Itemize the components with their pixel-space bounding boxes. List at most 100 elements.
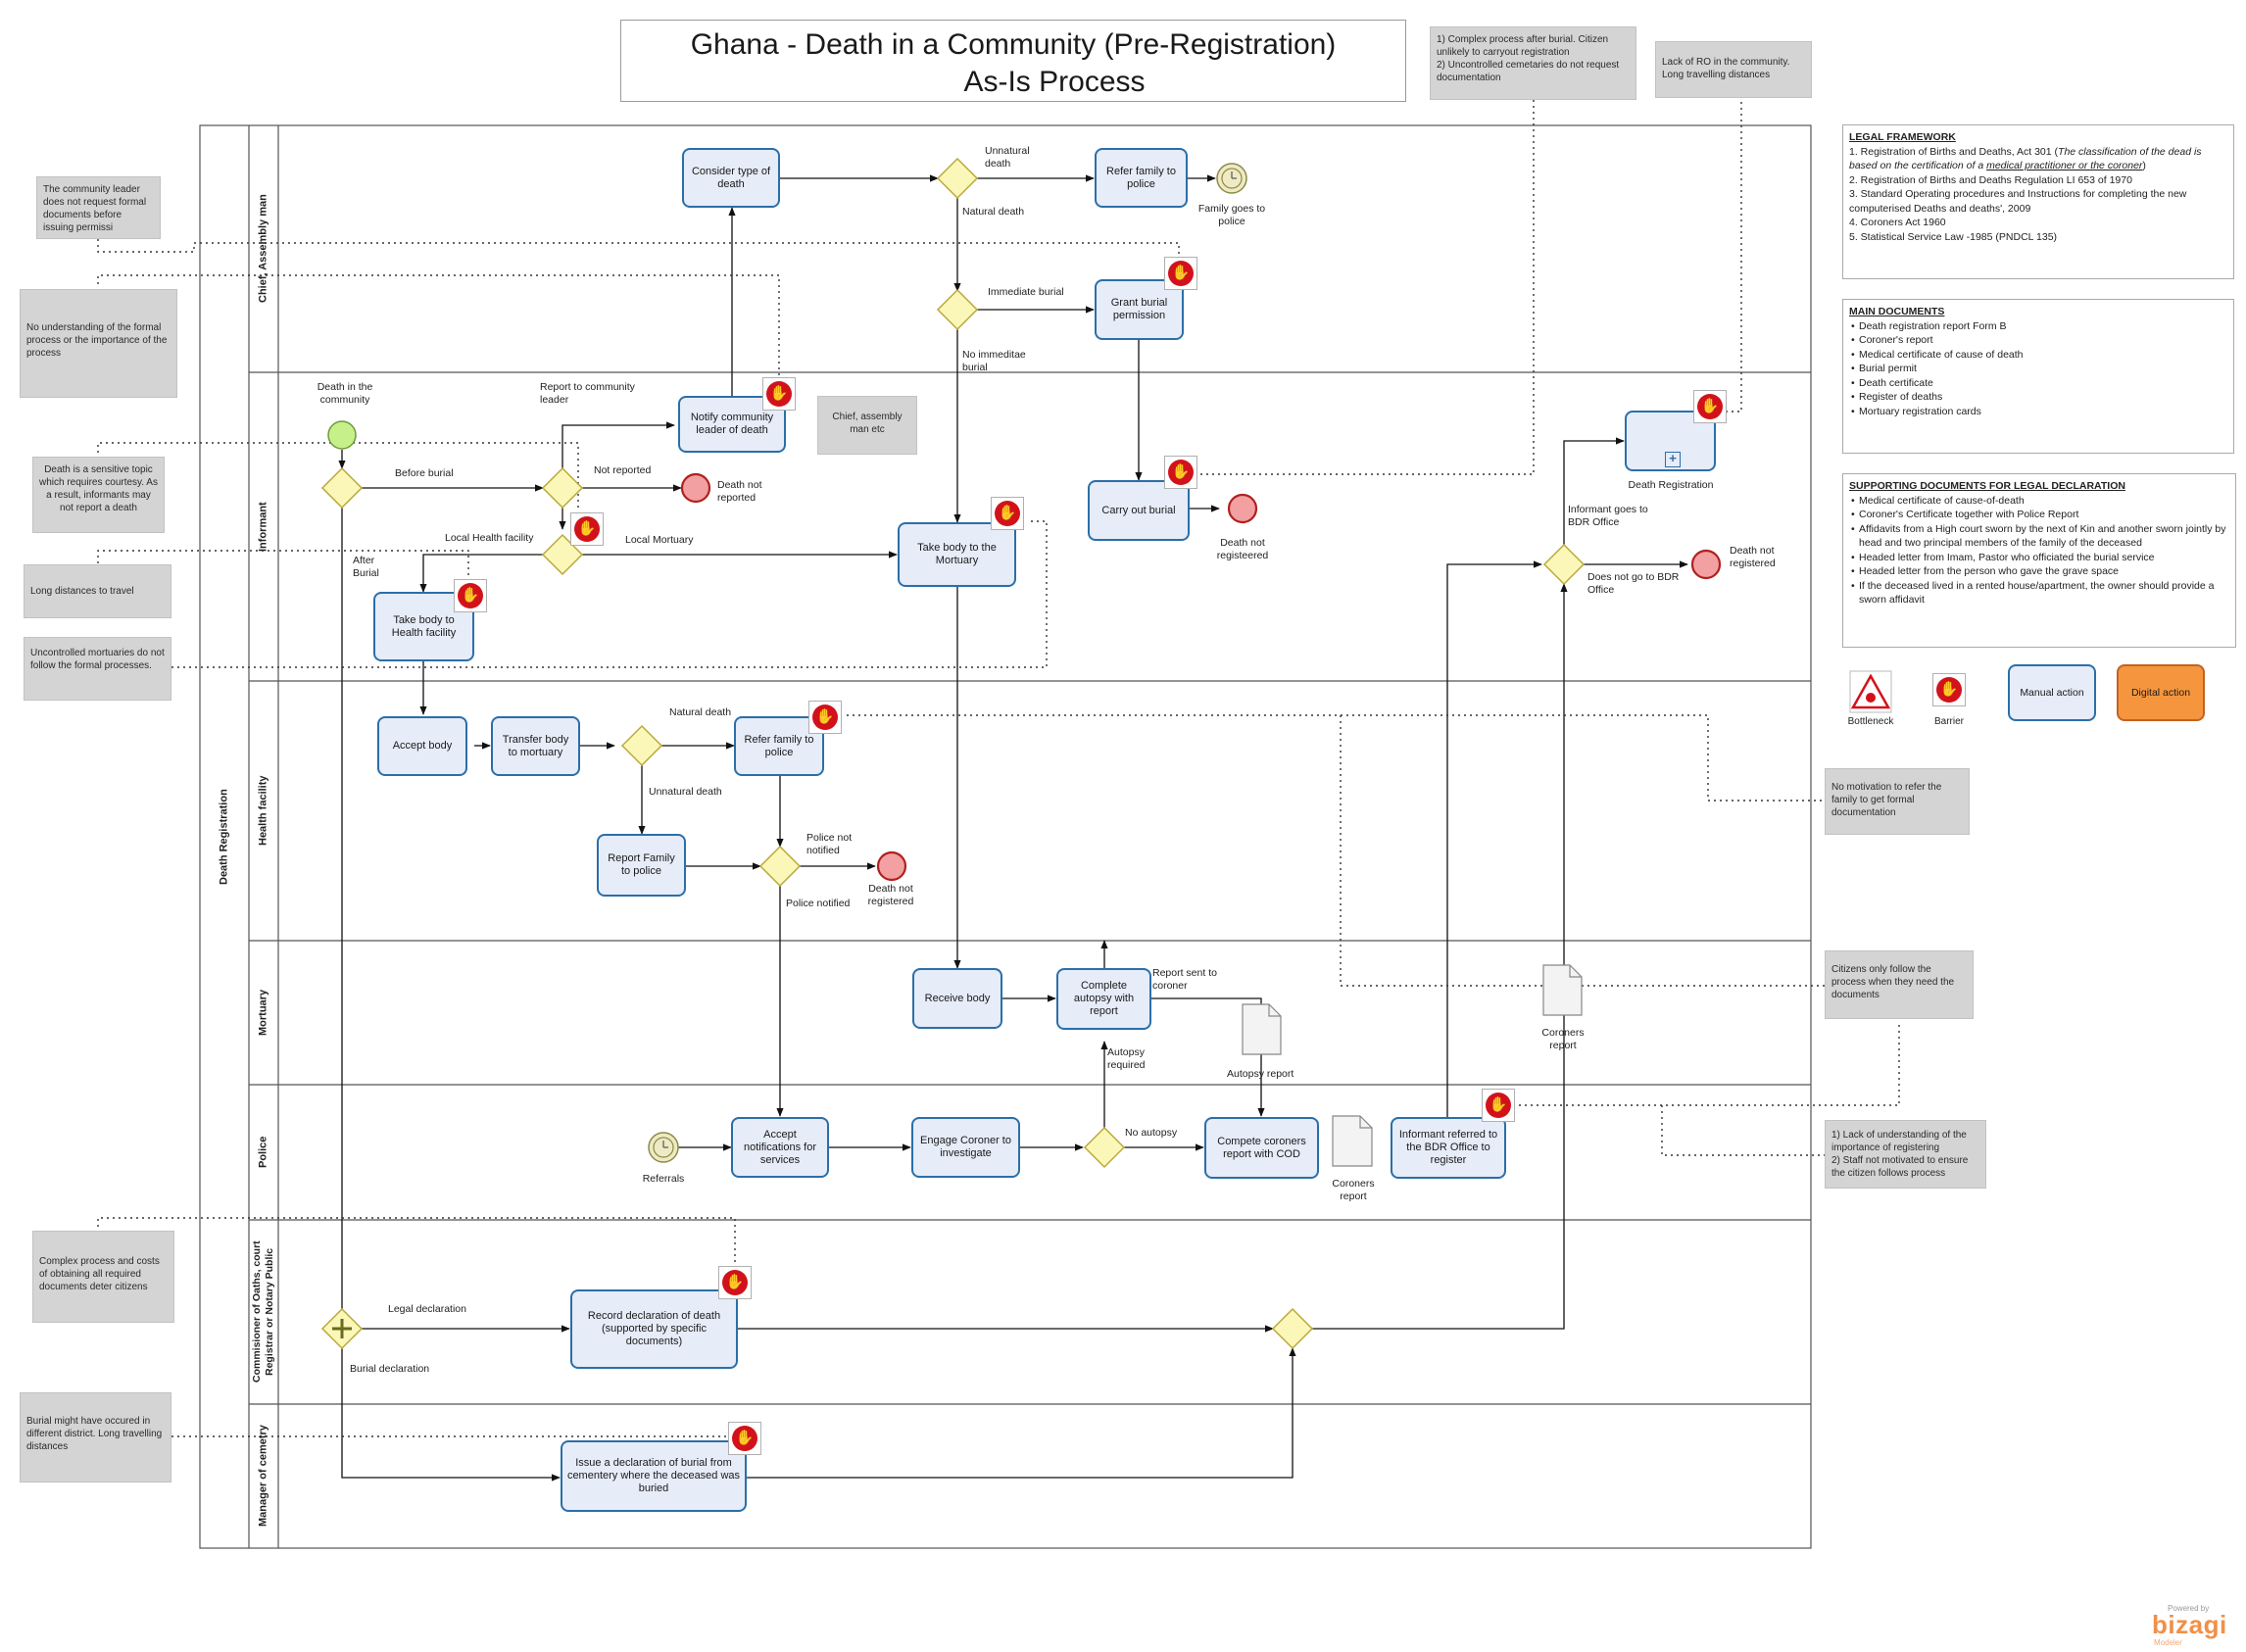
supporting-documents-heading: SUPPORTING DOCUMENTS FOR LEGAL DECLARATI… xyxy=(1849,480,2125,492)
label-death-not-registered-2: Death not registered xyxy=(1730,545,1776,569)
flow xyxy=(1151,997,1265,1117)
flow xyxy=(747,1347,1296,1479)
task-take-body-to-mortuary[interactable]: Take body to the Mortuary xyxy=(898,522,1016,587)
gateway xyxy=(1271,1307,1314,1350)
flow xyxy=(1446,560,1542,1117)
note-lack-understanding: 1) Lack of understanding of the importan… xyxy=(1825,1120,1986,1189)
note-after-burial: 1) Complex process after burial. Citizen… xyxy=(1430,26,1636,100)
supporting-documents-box: SUPPORTING DOCUMENTS FOR LEGAL DECLARATI… xyxy=(1842,473,2236,648)
label-coroners-report-2: Coroners report xyxy=(1332,1178,1375,1202)
legend-barrier-label: Barrier xyxy=(1933,716,1964,727)
task-refer-family-to-police-chief[interactable]: Refer family to police xyxy=(1095,148,1188,208)
end-event xyxy=(680,472,711,504)
legal-framework-heading: LEGAL FRAMEWORK xyxy=(1849,131,1956,143)
label-immediate-burial: Immediate burial xyxy=(988,286,1064,298)
barrier-icon: ✋ xyxy=(1482,1089,1515,1122)
start-event xyxy=(327,420,357,450)
task-compete-coroners-report[interactable]: Compete coroners report with COD xyxy=(1204,1117,1319,1179)
label-no-immediate-burial: No immeditae burial xyxy=(962,349,1026,373)
label-natural-death-health: Natural death xyxy=(669,706,732,718)
label-informant-goes-bdr: Informant goes to BDR Office xyxy=(1568,504,1648,528)
label-does-not-go-bdr: Does not go to BDR Office xyxy=(1587,571,1680,596)
timer-icon xyxy=(648,1132,679,1163)
supp-doc-item: Medical certificate of cause-of-death xyxy=(1851,494,2229,509)
barrier-icon: ✋ xyxy=(570,512,604,546)
label-autopsy-report: Autopsy report xyxy=(1227,1068,1294,1080)
supp-doc-item: Headed letter from the person who gave t… xyxy=(1851,564,2229,579)
diagram-title: Ghana - Death in a Community (Pre-Regist… xyxy=(620,20,1406,102)
main-doc-item: Death registration report Form B xyxy=(1851,319,2227,334)
flow xyxy=(1563,437,1625,545)
barrier-icon: ✋ xyxy=(808,701,842,734)
task-informant-referred-bdr[interactable]: Informant referred to the BDR Office to … xyxy=(1391,1117,1506,1179)
task-record-declaration[interactable]: Record declaration of death (supported b… xyxy=(570,1289,738,1369)
death-registration-label: Death Registration xyxy=(1628,479,1714,491)
legend-manual-action: Manual action xyxy=(2008,664,2096,721)
label-local-mortuary: Local Mortuary xyxy=(625,534,694,546)
supp-doc-item: If the deceased lived in a rented house/… xyxy=(1851,579,2229,607)
end-event xyxy=(1690,549,1722,580)
label-unnatural-death-health: Unnatural death xyxy=(649,786,722,798)
note-complex-process: Complex process and costs of obtaining a… xyxy=(32,1231,174,1323)
task-accept-notifications[interactable]: Accept notifications for services xyxy=(731,1117,829,1178)
main-doc-item: Death certificate xyxy=(1851,376,2227,391)
barrier-icon: ✋ xyxy=(991,497,1024,530)
main-documents-heading: MAIN DOCUMENTS xyxy=(1849,306,1945,317)
main-doc-item: Mortuary registration cards xyxy=(1851,405,2227,419)
flow xyxy=(341,1348,561,1482)
label-death-in-community: Death in the community xyxy=(317,381,373,406)
note-no-understanding: No understanding of the formal process o… xyxy=(20,289,177,398)
title-line-1: Ghana - Death in a Community (Pre-Regist… xyxy=(690,28,1337,61)
end-events xyxy=(680,472,1722,882)
pool xyxy=(199,124,1812,1549)
gateway xyxy=(620,724,663,767)
main-doc-item: Medical certificate of cause of death xyxy=(1851,348,2227,363)
plus-icon: + xyxy=(1665,452,1681,467)
note-no-motivation: No motivation to refer the family to get… xyxy=(1825,768,1970,835)
task-engage-coroner[interactable]: Engage Coroner to investigate xyxy=(911,1117,1020,1178)
main-documents-list: Death registration report Form BCoroner'… xyxy=(1849,319,2227,419)
gateway xyxy=(936,288,979,331)
label-death-not-registeered: Death not registeered xyxy=(1216,537,1269,561)
note-chief-assembly: Chief, assembly man etc xyxy=(817,396,917,455)
document-icon xyxy=(1332,1115,1373,1167)
note-burial-different-district: Burial might have occured in different d… xyxy=(20,1392,171,1482)
label-death-not-registered-3: Death not registered xyxy=(867,883,914,907)
lane-police: Police xyxy=(257,1136,269,1169)
main-doc-item: Coroner's report xyxy=(1851,333,2227,348)
note-lack-of-ro: Lack of RO in the community. Long travel… xyxy=(1655,41,1812,98)
gateways xyxy=(320,157,1586,1350)
label-autopsy-required: Autopsy required xyxy=(1107,1046,1146,1071)
task-accept-body[interactable]: Accept body xyxy=(377,716,467,776)
task-transfer-body-to-mortuary[interactable]: Transfer body to mortuary xyxy=(491,716,580,776)
note-uncontrolled-mortuaries: Uncontrolled mortuaries do not follow th… xyxy=(24,637,171,701)
task-consider-type-of-death[interactable]: Consider type of death xyxy=(682,148,780,208)
label-police-not-notified: Police not notified xyxy=(806,832,853,856)
label-not-reported: Not reported xyxy=(594,464,652,476)
lane-mortuary: Mortuary xyxy=(257,989,269,1037)
task-issue-declaration-burial[interactable]: Issue a declaration of burial from cemen… xyxy=(561,1440,747,1512)
barrier-icon: ✋ xyxy=(762,377,796,411)
main-doc-item: Burial permit xyxy=(1851,362,2227,376)
supporting-documents-list: Medical certificate of cause-of-deathCor… xyxy=(1849,494,2229,607)
task-report-family-to-police[interactable]: Report Family to police xyxy=(597,834,686,897)
label-local-health-facility: Local Health facility xyxy=(445,532,534,544)
label-after-burial: After Burial xyxy=(353,555,379,579)
legend-bottleneck-label: Bottleneck xyxy=(1847,716,1894,727)
document-icon xyxy=(1242,1003,1282,1055)
supp-doc-item: Coroner's Certificate together with Poli… xyxy=(1851,508,2229,522)
task-refer-family-to-police-health[interactable]: Refer family to police xyxy=(734,716,824,776)
lane-commissioner: Commisioner of Oaths, court Registrar or… xyxy=(251,1240,275,1384)
legal-item-4: 4. Coroners Act 1960 xyxy=(1849,217,1946,228)
note-citizens-follow: Citizens only follow the process when th… xyxy=(1825,950,1974,1019)
label-burial-declaration: Burial declaration xyxy=(350,1363,430,1375)
task-complete-autopsy[interactable]: Complete autopsy with report xyxy=(1056,968,1151,1030)
legal-item-3: 3. Standard Operating procedures and Ins… xyxy=(1849,188,2187,215)
label-no-autopsy: No autopsy xyxy=(1125,1127,1178,1139)
flow xyxy=(562,421,675,468)
task-carry-out-burial[interactable]: Carry out burial xyxy=(1088,480,1190,541)
supp-doc-item: Affidavits from a High court sworn by th… xyxy=(1851,522,2229,551)
task-receive-body[interactable]: Receive body xyxy=(912,968,1002,1029)
